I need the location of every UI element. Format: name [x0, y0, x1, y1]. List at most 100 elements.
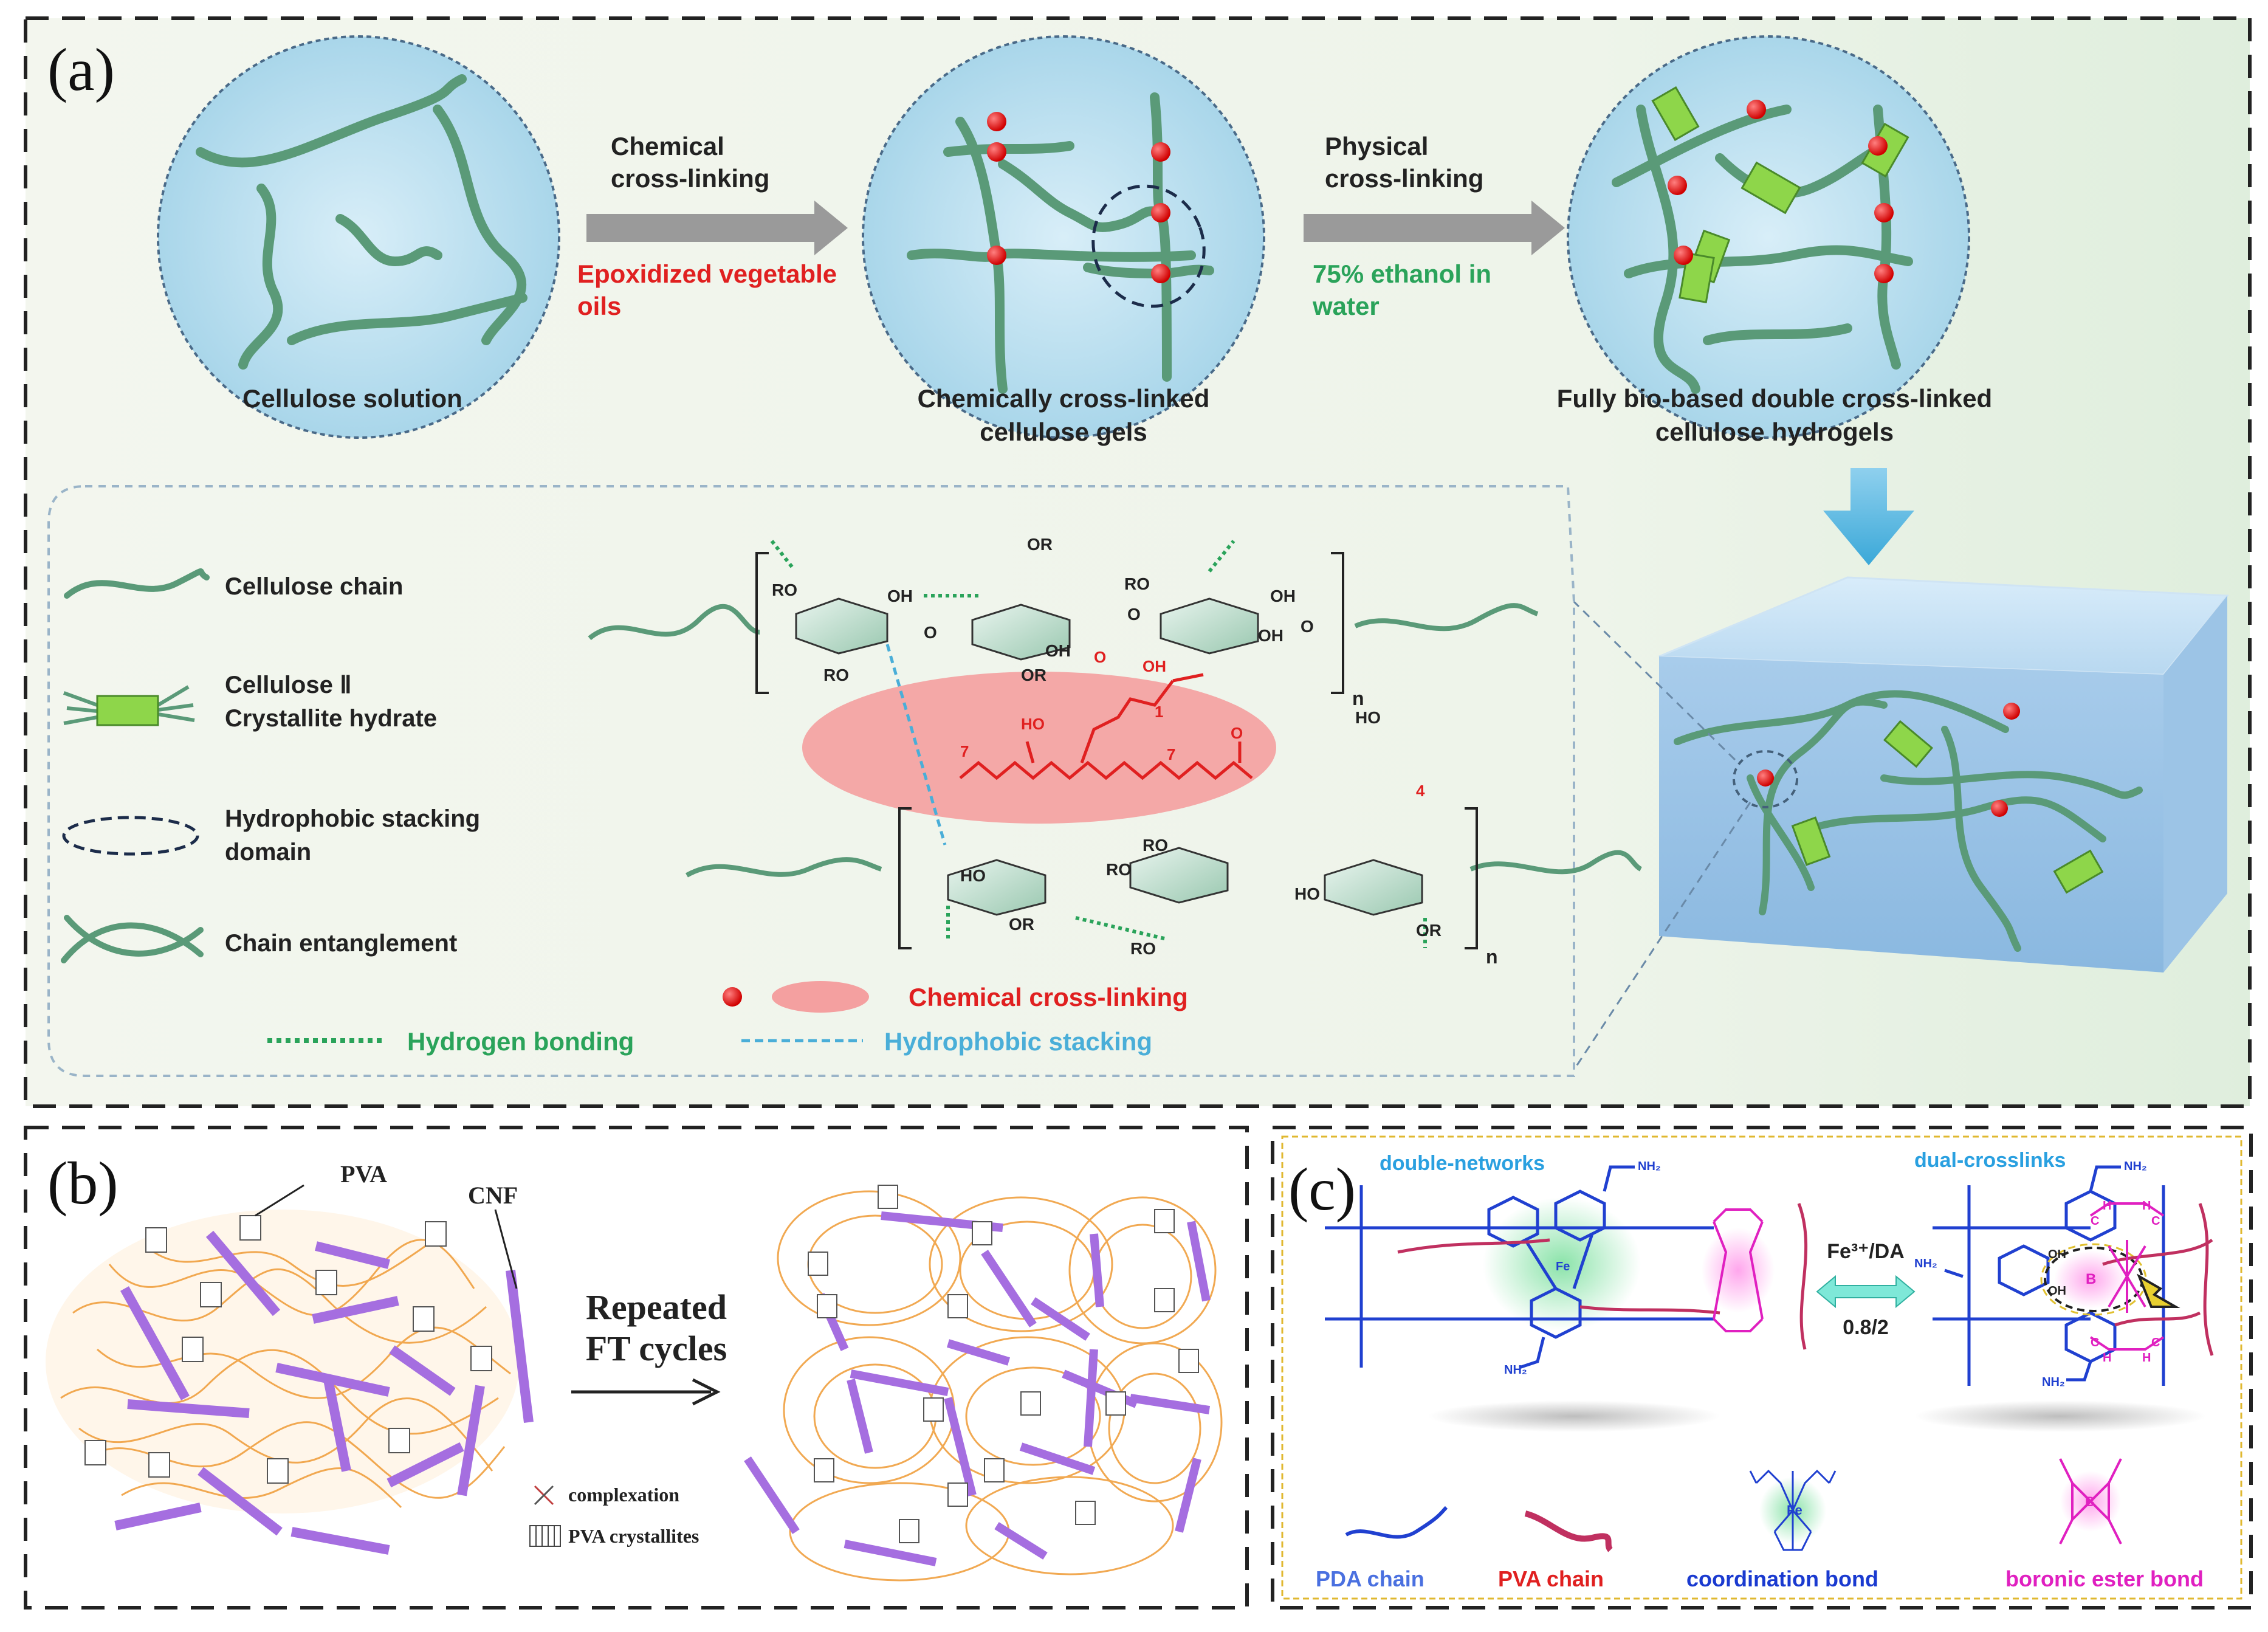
fe-label-legend: Fe: [1787, 1503, 1802, 1518]
arrow1-agent-line2: oils: [577, 292, 621, 320]
legend-stacking-label-line2: domain: [225, 839, 311, 866]
cnf-label: CNF: [468, 1182, 518, 1209]
detail-region-frame: [47, 485, 1575, 1077]
panel-a: (a): [24, 16, 2252, 1108]
pva-chain-label: PVA chain: [1498, 1566, 1604, 1591]
struct-o-3: O: [1301, 617, 1314, 636]
arrow1-agent-line1: Epoxidized vegetable: [577, 260, 837, 288]
struct-ro-4: RO: [1143, 836, 1168, 855]
struct-ho-3: HO: [1355, 708, 1381, 727]
struct-o-red: O: [1094, 648, 1106, 666]
nh2-label-right-1: NH₂: [2124, 1160, 2147, 1173]
struct-ro-6: RO: [1130, 939, 1156, 958]
struct-or-2: OR: [1021, 666, 1046, 684]
c-label-1: C: [2091, 1214, 2099, 1228]
boronic-label: boronic ester bond: [2005, 1566, 2204, 1591]
struct-ro-5: RO: [1106, 860, 1132, 879]
pva-network-after: [744, 1185, 1223, 1582]
h-label-3: H: [2103, 1351, 2111, 1365]
panel-b-label: (b): [47, 1149, 119, 1217]
double-networks-label: double-networks: [1380, 1152, 1545, 1175]
h-label-1: H: [2103, 1199, 2111, 1213]
b-label-right: B: [2086, 1271, 2096, 1287]
c-label-3: C: [2091, 1336, 2099, 1349]
struct-ro-1: RO: [772, 580, 797, 599]
oh-label-right-1: OH: [2048, 1248, 2066, 1261]
legend-hstack-label: Hydrophobic stacking: [884, 1027, 1152, 1056]
ft-cycles-arrow: [571, 1378, 721, 1406]
crosslink-ellipse: [802, 672, 1276, 824]
panel-c: (c) double-networks dual-crosslinks Fe: [1271, 1126, 2253, 1610]
struct-or-4: OR: [1416, 921, 1442, 940]
down-arrow: [1823, 468, 1914, 565]
stage-solution-label: Cellulose solution: [242, 384, 462, 413]
cellulose-solution-circle: [157, 35, 560, 439]
legend-crosslink-ellipse: [772, 981, 869, 1013]
nh2-label-right-3: NH₂: [2042, 1375, 2065, 1389]
h-label-2: H: [2142, 1199, 2151, 1213]
struct-o-1: O: [924, 623, 937, 642]
struct-ho-2: HO: [1294, 884, 1320, 903]
h-label-4: H: [2142, 1351, 2151, 1365]
legend-chain-swatch: [64, 568, 210, 599]
legend-entanglement-label: Chain entanglement: [225, 930, 457, 957]
arrow2-title-line2: cross-linking: [1325, 164, 1483, 193]
fe-label-left: Fe: [1556, 1260, 1570, 1273]
struct-oh-red: OH: [1143, 657, 1166, 675]
pva-label: PVA: [340, 1160, 387, 1188]
coordination-label: coordination bond: [1686, 1566, 1878, 1591]
struct-n-2: n: [1486, 946, 1498, 968]
legend-crystallite-label-line2: Crystallite hydrate: [225, 705, 437, 732]
pva-chain-swatch: [1524, 1510, 1613, 1552]
panel-b: (b): [24, 1126, 1249, 1610]
struct-o-2: O: [1127, 605, 1141, 624]
struct-sub7-1: 7: [960, 742, 969, 760]
legend-entanglement-swatch: [61, 915, 204, 963]
panel-c-inner-frame: [1281, 1135, 2242, 1600]
legend-crystallites-swatch: [529, 1525, 561, 1547]
ft-cycles-line2: FT cycles: [586, 1329, 727, 1368]
struct-n-1: n: [1352, 687, 1364, 709]
physical-crosslinking-arrow: [1304, 201, 1565, 255]
pva-network-before: [46, 1210, 534, 1555]
shadow-right: [1914, 1400, 2206, 1432]
panel-c-label: (c): [1288, 1155, 1356, 1223]
ratio-double-arrow: [1816, 1275, 1916, 1309]
legend-stacking-swatch: [62, 816, 199, 856]
legend-chem-crosslink-label: Chemical cross-linking: [909, 983, 1188, 1011]
legend-stacking-label-line1: Hydrophobic stacking: [225, 805, 480, 832]
stage-gel-label-line2: cellulose gels: [980, 418, 1147, 446]
c-label-2: C: [2151, 1214, 2160, 1228]
arrow2-agent-line1: 75% ethanol in: [1313, 260, 1491, 288]
arrow2-title-line1: Physical: [1325, 132, 1428, 160]
b-label-legend: B: [2085, 1494, 2095, 1509]
hydrogel-block: [1573, 576, 2230, 1070]
pva-pointer: [255, 1184, 304, 1217]
legend-chain-label: Cellulose chain: [225, 573, 403, 600]
chemical-crosslinking-arrow: [586, 201, 848, 255]
cellulose-structure: RO OH RO O OR OH OR O RO OH OH O HO OR R…: [588, 535, 1643, 968]
struct-ro-3: RO: [1124, 574, 1150, 593]
struct-oh-4: OH: [1258, 626, 1283, 645]
legend-crystallites-label: PVA crystallites: [568, 1525, 699, 1547]
legend-complexation-label: complexation: [568, 1484, 679, 1506]
struct-sub7-2: 7: [1167, 745, 1175, 763]
legend-crystallite-label-line1: Cellulose Ⅱ: [225, 672, 352, 698]
panel-a-label: (a): [47, 36, 115, 103]
nh2-label-right-2: NH₂: [1914, 1257, 1937, 1270]
shadow-left: [1428, 1400, 1720, 1432]
struct-sub4: 4: [1416, 782, 1425, 800]
legend-complexation-swatch: [534, 1485, 554, 1506]
coordination-bond-swatch: Fe: [1749, 1469, 1837, 1551]
arrow2-agent-line2: water: [1312, 292, 1380, 320]
pda-chain-swatch: [1345, 1506, 1448, 1539]
dual-crosslinks-label: dual-crosslinks: [1914, 1149, 2066, 1172]
c-label-4: C: [2151, 1336, 2160, 1349]
nh2-label-left-2: NH₂: [1504, 1363, 1527, 1377]
oh-label-right-2: OH: [2048, 1284, 2066, 1298]
struct-or-3: OR: [1009, 915, 1034, 934]
struct-ho-red: HO: [1021, 715, 1045, 733]
struct-oh-1: OH: [887, 587, 913, 605]
boronic-ester-swatch: B: [2059, 1458, 2122, 1544]
